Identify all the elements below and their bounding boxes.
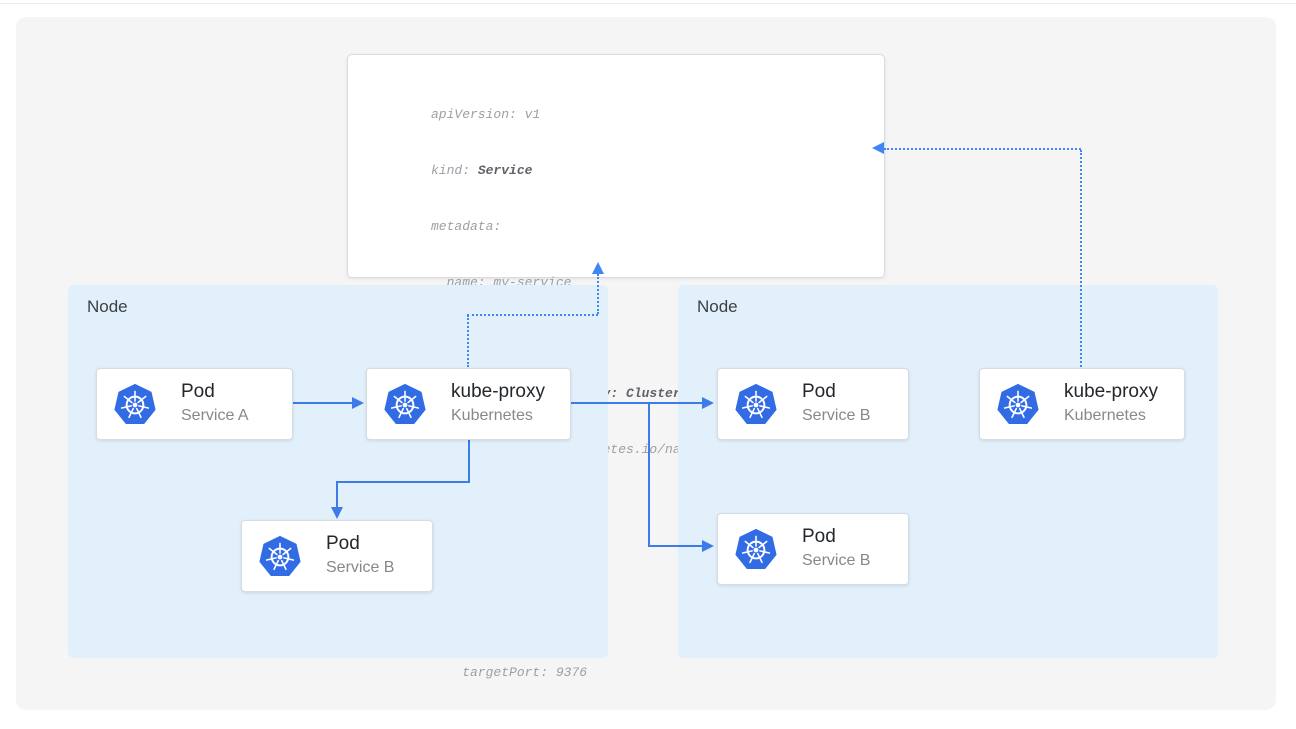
dotted-to-yaml-vertical	[597, 274, 599, 314]
kubernetes-icon	[734, 528, 778, 572]
yaml-line: kind: Service	[431, 162, 533, 178]
card-subtitle: Kubernetes	[451, 407, 533, 424]
node-label: Node	[697, 297, 738, 316]
node-label: Node	[87, 297, 128, 316]
card-title: Pod	[181, 381, 215, 402]
card-subtitle: Service A	[181, 407, 249, 424]
arrow-kube-proxy-left	[336, 481, 470, 483]
card-subtitle: Service B	[326, 559, 395, 576]
card-title: Pod	[326, 533, 360, 554]
kubernetes-icon	[383, 383, 427, 427]
kubernetes-icon	[734, 383, 778, 427]
dotted-to-yaml-horizontal	[467, 314, 598, 316]
arrowhead-right-icon	[702, 540, 714, 552]
card-pod-service-b-right-top: Pod Service B	[717, 368, 909, 440]
arrow-kube-proxy-to-right-node	[571, 402, 703, 404]
card-subtitle: Service B	[802, 407, 871, 424]
dotted-right-kube-proxy-up	[1080, 150, 1082, 367]
card-title: Pod	[802, 526, 836, 547]
diagram-panel: apiVersion: v1 kind: Service metadata: n…	[16, 17, 1276, 710]
arrowhead-left-icon	[872, 142, 884, 154]
card-pod-service-a: Pod Service A	[96, 368, 293, 440]
arrow-branch-down	[648, 402, 650, 546]
yaml-line: targetPort: 9376	[431, 665, 588, 680]
card-pod-service-b-right-bottom: Pod Service B	[717, 513, 909, 585]
yaml-line: metadata:	[431, 218, 502, 234]
kubernetes-icon	[113, 383, 157, 427]
card-subtitle: Kubernetes	[1064, 407, 1146, 424]
node-box-left: Node	[68, 285, 608, 658]
arrow-to-pod-b-left	[336, 481, 338, 509]
card-title: kube-proxy	[1064, 381, 1158, 402]
card-kube-proxy-right: kube-proxy Kubernetes	[979, 368, 1185, 440]
kubernetes-icon	[996, 383, 1040, 427]
card-title: Pod	[802, 381, 836, 402]
arrow-to-pod-b-right-bottom	[648, 545, 704, 547]
card-subtitle: Service B	[802, 552, 871, 569]
arrow-kube-proxy-down	[468, 440, 470, 483]
top-divider	[0, 3, 1296, 4]
card-kube-proxy-left: kube-proxy Kubernetes	[366, 368, 571, 440]
dotted-kube-proxy-up	[467, 315, 469, 367]
arrowhead-up-icon	[592, 262, 604, 274]
kubernetes-icon	[258, 535, 302, 579]
yaml-line: apiVersion: v1	[431, 107, 541, 123]
arrowhead-right-icon	[352, 397, 364, 409]
arrowhead-right-icon	[702, 397, 714, 409]
dotted-right-to-yaml-horizontal	[884, 148, 1081, 150]
node-box-right: Node	[678, 285, 1218, 658]
arrowhead-down-icon	[331, 507, 343, 519]
arrow-pod-a-to-kube-proxy	[293, 402, 354, 404]
card-pod-service-b-left: Pod Service B	[241, 520, 433, 592]
card-title: kube-proxy	[451, 381, 545, 402]
service-yaml-panel: apiVersion: v1 kind: Service metadata: n…	[347, 54, 885, 680]
